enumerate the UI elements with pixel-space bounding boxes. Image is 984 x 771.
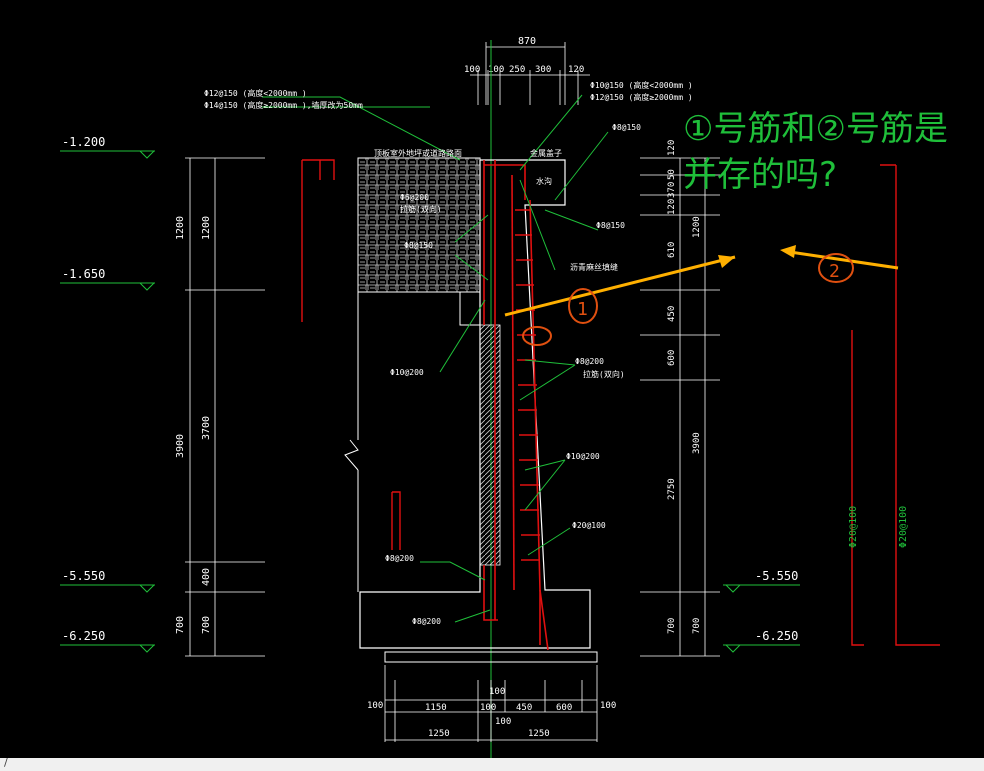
top-dimension-lines	[470, 42, 590, 105]
note-w1: Φ10@200	[390, 368, 424, 377]
level-label-4: -6.250	[62, 629, 105, 643]
left-dim-a2: 1200	[201, 216, 212, 240]
right-dim-370: 370	[667, 182, 677, 198]
note-cap: 金属盖子	[530, 148, 562, 158]
note-bar-top: Φ8@150	[612, 123, 641, 132]
top-dim-total: 870	[518, 36, 536, 47]
bottom-dim-1150: 1150	[425, 703, 447, 713]
right-dim-120: 120	[667, 140, 677, 156]
left-dim-d1: 700	[175, 616, 186, 634]
marker-2: 2	[829, 261, 840, 282]
question-line-1: ①号筋和②号筋是	[683, 109, 948, 149]
level-label-4-right: -6.250	[755, 629, 798, 643]
note-r2: Φ8@150	[404, 241, 433, 250]
bottom-dim-1250b: 1250	[528, 729, 550, 739]
note-backfill: 顶板室外地坪或道路路面	[374, 148, 462, 158]
top-dim-2: 100	[488, 65, 504, 75]
hand-markers	[522, 253, 854, 346]
right-dim-50: 50	[667, 169, 677, 180]
top-dim-4: 300	[535, 65, 551, 75]
bar-label-a: Φ20@100	[848, 506, 859, 548]
right-dim-450: 450	[667, 306, 677, 322]
status-bar: /	[0, 756, 984, 771]
note-right-2: Φ12@150 (高度≥2000mm )	[590, 92, 693, 102]
note-w2b: 拉筋(双向)	[583, 369, 625, 379]
note-w4: Φ20@100	[572, 521, 606, 530]
question-text: ①号筋和②号筋是 并存的吗?	[683, 106, 948, 198]
left-dim-d2: 700	[201, 616, 212, 634]
note-left-1: Φ12@150 (高度<2000mm )	[204, 88, 307, 98]
right-dim-120b: 120	[667, 199, 677, 215]
wall-outline	[359, 159, 591, 649]
bar-label-b: Φ20@100	[898, 506, 909, 548]
left-reference-bars	[301, 159, 401, 550]
note-water: 水沟	[536, 176, 552, 186]
break-symbol	[344, 439, 359, 471]
bottom-dim-450: 450	[516, 703, 532, 713]
level-label-2: -1.650	[62, 267, 105, 281]
bottom-dim-100b: 100	[480, 703, 496, 713]
top-dim-3: 250	[509, 65, 525, 75]
level-label-3: -5.550	[62, 569, 105, 583]
right-dim-700b: 700	[692, 618, 702, 634]
left-dim-b1: 3900	[175, 434, 186, 458]
right-dim-3900: 3900	[692, 432, 702, 454]
right-dim-700a: 700	[667, 618, 677, 634]
question-line-2: 并存的吗?	[683, 155, 838, 195]
note-w2: Φ8@200	[575, 357, 604, 366]
bottom-dim-100a: 100	[367, 701, 383, 711]
wall-rebars	[483, 160, 549, 651]
top-dim-1: 100	[464, 65, 480, 75]
status-label: /	[4, 756, 8, 769]
isolated-bars	[851, 164, 940, 646]
level-label-3-right: -5.550	[755, 569, 798, 583]
level-markers	[60, 150, 800, 653]
bottom-dim-100e: 100	[495, 717, 511, 727]
bottom-dim-100c: 100	[489, 687, 505, 697]
annotation-arrows	[504, 245, 899, 317]
marker-1: 1	[577, 299, 588, 320]
note-r1b: 拉筋(双向)	[400, 204, 442, 214]
note-right-1: Φ10@150 (高度<2000mm )	[590, 80, 693, 90]
right-dim-2750: 2750	[667, 478, 677, 500]
backfill-area	[357, 157, 481, 293]
note-r1: Φ6@200	[400, 193, 429, 202]
right-dim-600: 600	[667, 350, 677, 366]
foundation-pad	[384, 651, 598, 663]
note-asphalt: 沥青麻丝填缝	[570, 262, 618, 272]
bottom-dimension-lines	[384, 665, 598, 742]
note-left-2: Φ14@150 (高度≥2000mm ),墙厚改为50mm	[204, 100, 363, 110]
right-dimension-lines	[640, 157, 720, 657]
leader-lines	[262, 94, 609, 623]
bottom-dim-100d: 100	[600, 701, 616, 711]
left-dim-b2: 3700	[201, 416, 212, 440]
waterproof-layer	[479, 324, 501, 566]
note-r3: Φ8@150	[596, 221, 625, 230]
backfill-outline	[357, 291, 480, 592]
left-dim-a1: 1200	[175, 216, 186, 240]
bottom-dim-600: 600	[556, 703, 572, 713]
right-dim-610: 610	[667, 242, 677, 258]
note-f1: Φ8@200	[385, 554, 414, 563]
top-dim-5: 120	[568, 65, 584, 75]
left-dimension-lines	[185, 157, 265, 657]
bottom-dim-1250a: 1250	[428, 729, 450, 739]
right-dim-1200: 1200	[692, 216, 702, 238]
note-w3: Φ10@200	[566, 452, 600, 461]
level-label-1: -1.200	[62, 135, 105, 149]
left-dim-c: 400	[201, 568, 212, 586]
note-f2: Φ8@200	[412, 617, 441, 626]
